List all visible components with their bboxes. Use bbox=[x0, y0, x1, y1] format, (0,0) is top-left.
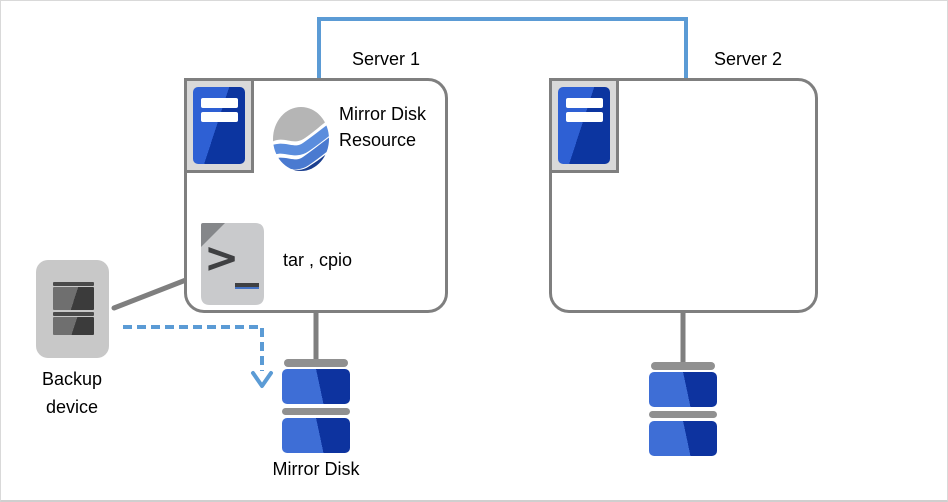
server1-label: Server 1 bbox=[351, 49, 421, 69]
mirror-disk-resource-label: Mirror Disk Resource bbox=[339, 104, 426, 150]
server2-label: Server 2 bbox=[713, 49, 783, 69]
down-arrowhead-icon bbox=[251, 371, 273, 388]
server-tower-icon bbox=[193, 87, 245, 164]
disk-icon bbox=[649, 362, 717, 456]
backup-device-label: Backup device bbox=[41, 369, 103, 417]
backup-to-server1-line bbox=[111, 275, 194, 311]
server-tower-icon bbox=[558, 87, 610, 164]
mirror-disk-label: Mirror Disk bbox=[272, 459, 360, 479]
backup-device-icon bbox=[36, 260, 109, 358]
server1-icon-frame bbox=[184, 78, 254, 173]
mirror-disk-icon bbox=[282, 359, 350, 453]
server2-icon-frame bbox=[549, 78, 619, 173]
backup-to-disk-dashed-line bbox=[123, 325, 264, 371]
mirror-disk-resource-globe-icon bbox=[273, 107, 329, 171]
svg-text:>: > bbox=[204, 233, 239, 282]
backup-tools-label: tar , cpio bbox=[283, 250, 353, 270]
script-file-icon: > bbox=[201, 223, 264, 305]
